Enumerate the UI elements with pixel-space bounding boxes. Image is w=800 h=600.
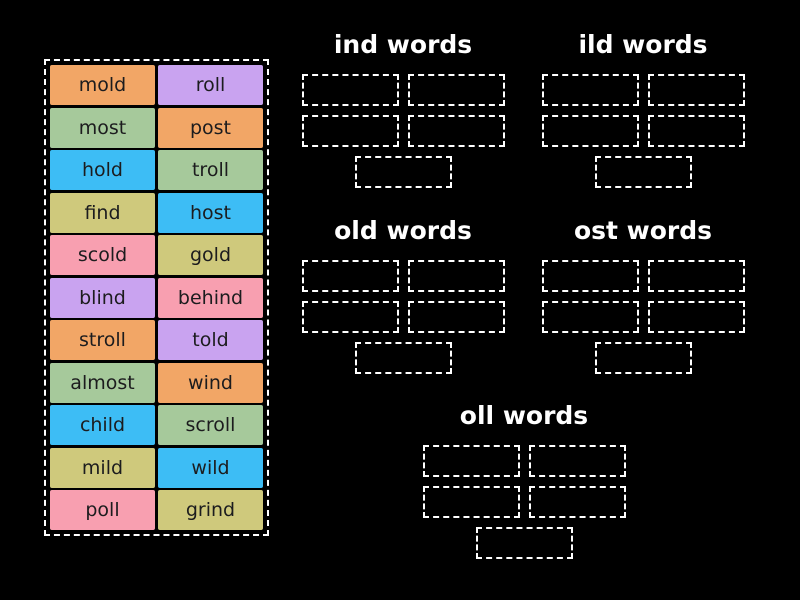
drop-slot[interactable] bbox=[541, 260, 639, 292]
word-tile-wild[interactable]: wild bbox=[158, 447, 263, 488]
word-tile-wind[interactable]: wind bbox=[158, 362, 263, 403]
drop-slot-row bbox=[475, 527, 573, 559]
drop-slot-rows bbox=[540, 260, 746, 374]
drop-slot-row bbox=[594, 342, 692, 374]
drop-slot[interactable] bbox=[541, 301, 639, 333]
drop-slot-row bbox=[422, 445, 626, 477]
drop-slot[interactable] bbox=[301, 301, 399, 333]
drop-slot[interactable] bbox=[647, 115, 745, 147]
group-title-ind: ind words bbox=[333, 30, 473, 59]
drop-slot[interactable] bbox=[541, 115, 639, 147]
drop-slot[interactable] bbox=[407, 74, 505, 106]
drop-slot-row bbox=[541, 301, 745, 333]
category-group-ind: ind words bbox=[300, 30, 506, 188]
word-tile-troll[interactable]: troll bbox=[158, 150, 263, 190]
drop-slot[interactable] bbox=[301, 115, 399, 147]
drop-slot[interactable] bbox=[301, 260, 399, 292]
drop-slot[interactable] bbox=[594, 156, 692, 188]
drop-slot-row bbox=[541, 260, 745, 292]
word-tile-behind[interactable]: behind bbox=[158, 277, 263, 318]
drop-slot[interactable] bbox=[354, 156, 452, 188]
drop-slot-row bbox=[301, 74, 505, 106]
drop-slot[interactable] bbox=[647, 74, 745, 106]
category-group-old: old words bbox=[300, 216, 506, 374]
drop-slot-row bbox=[594, 156, 692, 188]
word-tile-mold[interactable]: mold bbox=[50, 65, 155, 105]
word-tile-gold[interactable]: gold bbox=[158, 235, 263, 275]
drop-slot-row bbox=[541, 74, 745, 106]
word-tile-find[interactable]: find bbox=[50, 192, 155, 233]
drop-slot[interactable] bbox=[647, 301, 745, 333]
word-tile-mild[interactable]: mild bbox=[50, 447, 155, 488]
group-title-oll: oll words bbox=[459, 401, 589, 430]
drop-slot-row bbox=[541, 115, 745, 147]
drop-slot-row bbox=[301, 115, 505, 147]
drop-slot-row bbox=[354, 156, 452, 188]
word-tile-almost[interactable]: almost bbox=[50, 362, 155, 403]
drop-slot[interactable] bbox=[422, 486, 520, 518]
word-tile-grind[interactable]: grind bbox=[158, 490, 263, 530]
drop-slot-row bbox=[301, 301, 505, 333]
category-group-ost: ost words bbox=[540, 216, 746, 374]
word-tile-blind[interactable]: blind bbox=[50, 277, 155, 318]
drop-slot-row bbox=[301, 260, 505, 292]
word-tile-child[interactable]: child bbox=[50, 405, 155, 445]
drop-slot-rows bbox=[300, 260, 506, 374]
drop-slot[interactable] bbox=[407, 115, 505, 147]
word-tile-scold[interactable]: scold bbox=[50, 235, 155, 275]
drop-slot[interactable] bbox=[541, 74, 639, 106]
group-title-ost: ost words bbox=[573, 216, 713, 245]
drop-slot[interactable] bbox=[407, 301, 505, 333]
word-tile-roll[interactable]: roll bbox=[158, 65, 263, 105]
word-tile-host[interactable]: host bbox=[158, 192, 263, 233]
drop-slot[interactable] bbox=[647, 260, 745, 292]
word-tile-hold[interactable]: hold bbox=[50, 150, 155, 190]
drop-slot-rows bbox=[421, 445, 627, 559]
category-group-oll: oll words bbox=[421, 401, 627, 559]
word-tile-stroll[interactable]: stroll bbox=[50, 320, 155, 360]
drop-slot-row bbox=[354, 342, 452, 374]
word-tile-post[interactable]: post bbox=[158, 107, 263, 148]
drop-slot-rows bbox=[540, 74, 746, 188]
drop-slot-rows bbox=[300, 74, 506, 188]
drop-slot[interactable] bbox=[407, 260, 505, 292]
drop-slot[interactable] bbox=[354, 342, 452, 374]
group-title-old: old words bbox=[334, 216, 472, 245]
category-group-ild: ild words bbox=[540, 30, 746, 188]
drop-slot-row bbox=[422, 486, 626, 518]
word-tile-most[interactable]: most bbox=[50, 107, 155, 148]
drop-slot[interactable] bbox=[475, 527, 573, 559]
word-tile-scroll[interactable]: scroll bbox=[158, 405, 263, 445]
drop-slot[interactable] bbox=[528, 486, 626, 518]
drop-slot[interactable] bbox=[301, 74, 399, 106]
drop-slot[interactable] bbox=[528, 445, 626, 477]
word-tile-told[interactable]: told bbox=[158, 320, 263, 360]
drop-slot[interactable] bbox=[422, 445, 520, 477]
word-tile-poll[interactable]: poll bbox=[50, 490, 155, 530]
drop-slot[interactable] bbox=[594, 342, 692, 374]
group-title-ild: ild words bbox=[578, 30, 708, 59]
